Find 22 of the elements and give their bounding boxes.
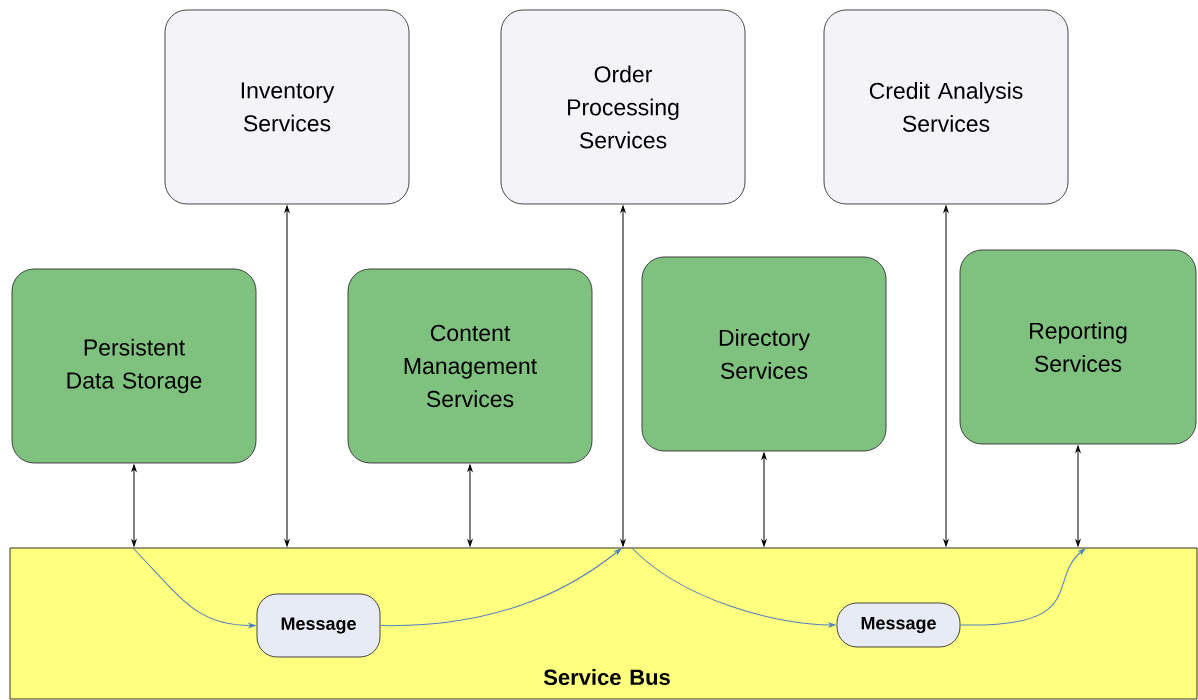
arrow: [467, 464, 473, 547]
service-box: Order Processing Services: [500, 9, 746, 205]
arrow: [761, 452, 767, 547]
service-box: Inventory Services: [164, 9, 410, 205]
arrow: [943, 205, 949, 547]
arrow: [379, 548, 622, 626]
message-box: Message: [836, 602, 961, 648]
bus-label: Service Bus: [543, 668, 670, 686]
arrow: [132, 547, 256, 628]
arrow: [620, 205, 626, 547]
arrow: [1075, 445, 1081, 547]
message-box: Message: [256, 593, 381, 658]
arrow: [131, 464, 137, 547]
service-box: Reporting Services: [959, 249, 1197, 445]
service-box: Directory Services: [641, 256, 887, 452]
service-box: Content Management Services: [347, 268, 593, 464]
arrow: [631, 547, 836, 628]
service-box: Persistent Data Storage: [11, 268, 257, 464]
service-bus-band: [9, 547, 1198, 700]
service-box: Credit Analysis Services: [823, 9, 1069, 205]
arrow: [284, 205, 290, 547]
arrow: [959, 548, 1086, 626]
